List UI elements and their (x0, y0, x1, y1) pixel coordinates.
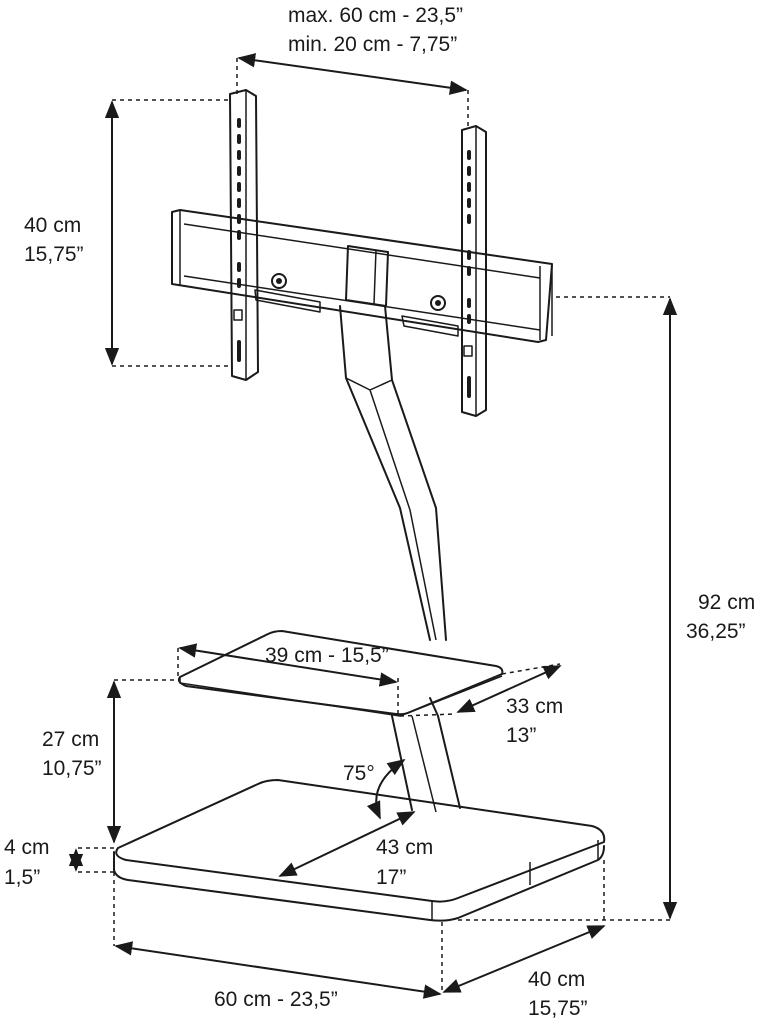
base-column-depth-label-line1: 43 cm (376, 836, 433, 859)
column (339, 305, 461, 813)
dim-shelf-depth (399, 663, 562, 717)
dim-column-angle (366, 758, 406, 820)
column-angle-label: 75° (343, 762, 375, 785)
base-column-depth-label-line2: 17” (376, 866, 406, 889)
vesa-horizontal-label-line2: min. 20 cm - 7,75” (288, 33, 457, 56)
knob-left (271, 273, 287, 289)
mount-crossbar (171, 209, 553, 343)
base-depth-label-line2: 15,75” (528, 997, 588, 1020)
base-plate (113, 779, 606, 922)
vesa-arm-right (461, 125, 487, 417)
dim-total-height (458, 296, 678, 921)
dim-base-width (113, 872, 443, 999)
dim-shelf-width (177, 643, 399, 714)
base-thickness-label-line1: 4 cm (4, 836, 50, 859)
shelf-width-label: 39 cm - 15,5” (265, 644, 389, 667)
shelf-depth-label-line1: 33 cm (506, 695, 563, 718)
base-depth-label-line1: 40 cm (528, 968, 585, 991)
dim-shelf-height (106, 679, 178, 844)
base-thickness-label-line2: 1,5” (4, 866, 40, 889)
shelf-height-label-line2: 10,75” (42, 757, 102, 780)
dim-base-thickness (68, 847, 114, 873)
dim-vesa-horizontal (236, 53, 469, 128)
shelf-height-label-line1: 27 cm (42, 728, 99, 751)
knob-right (430, 295, 446, 311)
dim-base-depth (442, 860, 606, 993)
base-width-label: 60 cm - 23,5” (214, 988, 338, 1011)
total-height-label-line2: 36,25” (686, 620, 746, 643)
dim-base-column-depth (278, 811, 416, 877)
dim-vesa-vertical (104, 99, 232, 367)
vesa-horizontal-label-line1: max. 60 cm - 23,5” (288, 4, 463, 27)
vesa-vertical-label-line2: 15,75” (24, 243, 84, 266)
total-height-label-line1: 92 cm (698, 591, 755, 614)
vesa-vertical-label-line1: 40 cm (24, 214, 81, 237)
shelf-depth-label-line2: 13” (506, 724, 536, 747)
